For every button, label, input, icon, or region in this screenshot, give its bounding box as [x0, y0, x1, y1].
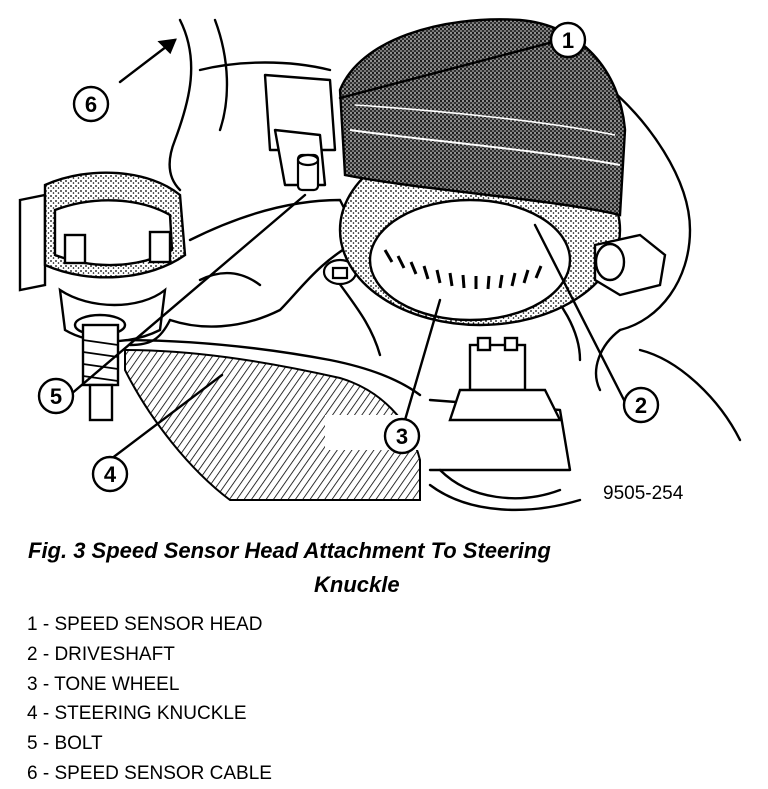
- callout-3: 3: [383, 417, 421, 455]
- callout-2-number: 2: [635, 393, 647, 418]
- callout-4-number: 4: [104, 462, 117, 487]
- sensor-connector-drawing: [448, 336, 562, 422]
- legend-item: 1 - SPEED SENSOR HEAD: [27, 614, 263, 635]
- bolt-drawing: [73, 313, 127, 422]
- legend-item: 6 - SPEED SENSOR CABLE: [27, 762, 272, 784]
- legend-item: 5 - BOLT: [27, 733, 103, 755]
- caption-line-1: Fig. 3 Speed Sensor Head Attachment To S…: [28, 538, 551, 563]
- caption-line-2: Knuckle: [314, 572, 400, 597]
- right-bolt-drawing: [593, 233, 667, 297]
- figure-caption: Fig. 3 Speed Sensor Head Attachment To S…: [28, 534, 748, 602]
- parts-legend: 1 - SPEED SENSOR HEAD 2 - DRIVESHAFT 3 -…: [27, 610, 272, 789]
- technical-illustration: 1 2 3 4 5 6 9505-254: [18, 18, 742, 511]
- callout-6-number: 6: [85, 92, 97, 117]
- tone-wheel-teeth: [383, 249, 543, 290]
- callout-5: 5: [37, 377, 75, 415]
- callout-1: 1: [549, 21, 587, 59]
- leader-lines: [68, 38, 627, 464]
- legend-item: 3 - TONE WHEEL: [27, 673, 180, 695]
- callout-6: 6: [72, 85, 110, 123]
- legend-item: 4 - STEERING KNUCKLE: [27, 703, 247, 725]
- callout-3-number: 3: [396, 424, 408, 449]
- sensor-head-main-assembly: [338, 18, 627, 327]
- figure-code: 9505-254: [603, 483, 684, 504]
- callout-4: 4: [91, 455, 129, 493]
- callout-1-number: 1: [562, 28, 574, 53]
- legend-item: 2 - DRIVESHAFT: [27, 643, 175, 665]
- upper-bolt-drawing: [296, 153, 358, 286]
- callout-2: 2: [622, 386, 660, 424]
- callout-5-number: 5: [50, 384, 62, 409]
